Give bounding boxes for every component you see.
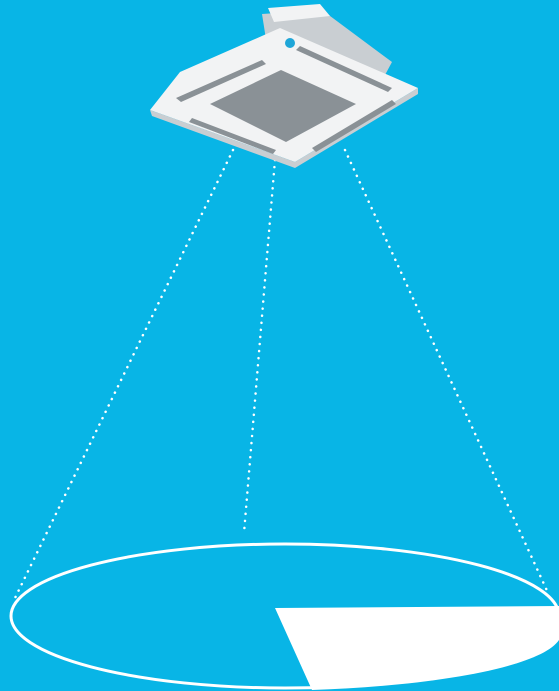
ceiling-cassette-air-conditioner-icon [150,4,418,168]
center-guide-line [242,158,277,535]
left-guide-line [13,148,235,600]
intake-grille [210,70,356,142]
unit-top-cap [268,4,330,22]
unit-panel-edge-left [150,110,295,168]
unit-top-housing [262,10,392,75]
floor-coverage-ellipse-icon [9,542,559,690]
coverage-sector-icon [275,606,559,690]
louver-slot-front-right [312,100,396,152]
louver-slot-front-left [189,118,276,154]
louver-slot-left [176,60,266,102]
sensor-icon [285,38,295,48]
louver-slot-right [296,46,392,92]
